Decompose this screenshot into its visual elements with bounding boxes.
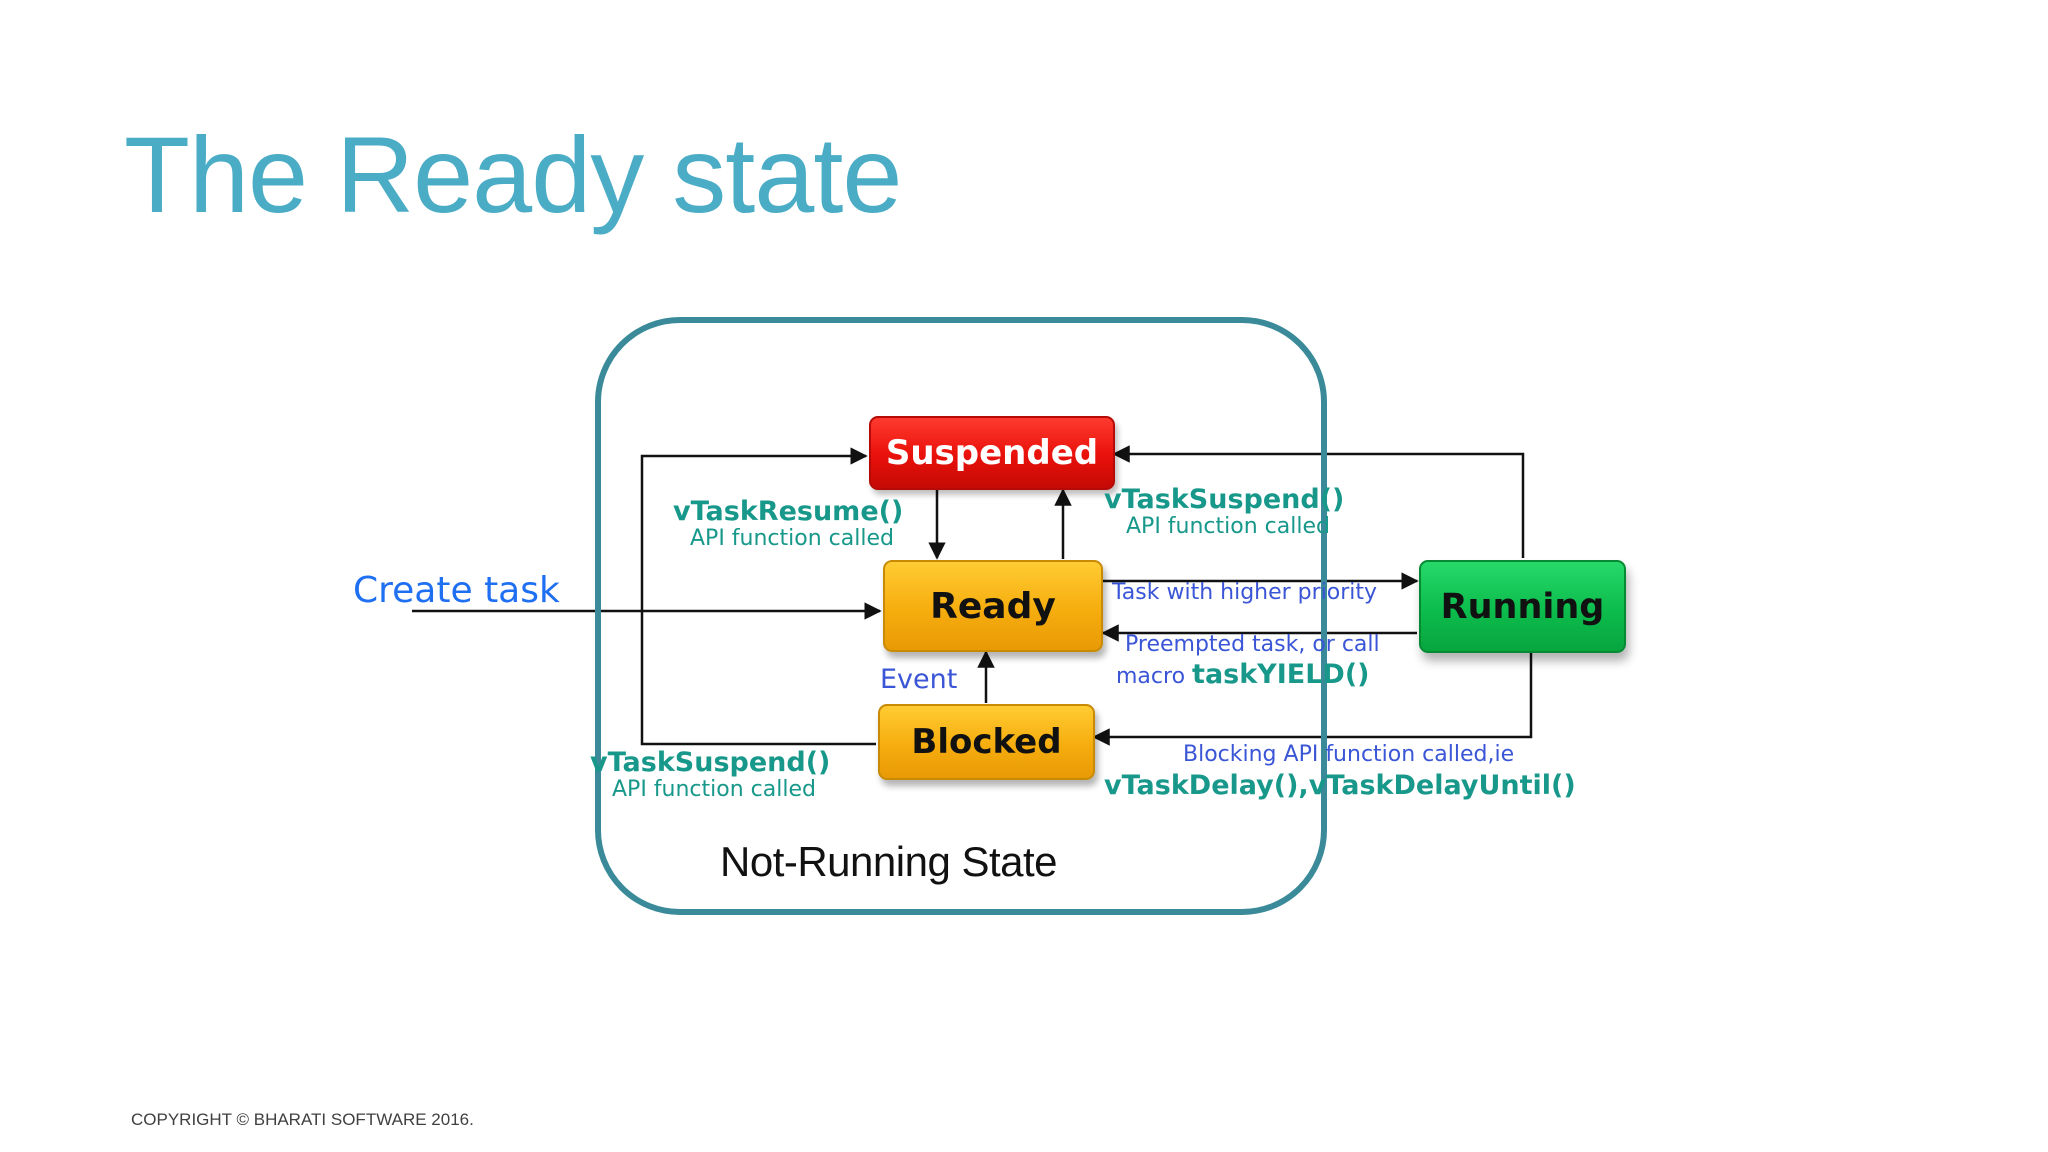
state-running: Running <box>1419 560 1626 653</box>
blocking-label-line2: vTaskDelay(),vTaskDelayUntil() <box>1104 770 1576 801</box>
not-running-state-label: Not-Running State <box>720 838 1058 885</box>
higher-priority-label: Task with higher priority <box>1112 580 1378 605</box>
resume-api-sub: API function called <box>690 526 894 551</box>
suspend-left-api-name: vTaskSuspend() <box>590 747 831 778</box>
state-blocked: Blocked <box>878 704 1095 780</box>
slide-title: The Ready state <box>124 114 902 235</box>
arrow-blocked-to-suspended <box>640 447 876 746</box>
preempted-label-line1: Preempted task, or call <box>1125 632 1380 657</box>
blocking-label-line1: Blocking API function called,ie <box>1183 742 1515 767</box>
state-suspended: Suspended <box>869 416 1115 490</box>
not-running-group-border <box>595 317 1327 915</box>
preempted-label-line2: macro taskYIELD() <box>1116 659 1370 690</box>
arrow-running-to-suspended <box>1112 445 1525 558</box>
suspend-top-api-name: vTaskSuspend() <box>1104 484 1345 515</box>
suspend-top-api-sub: API function called <box>1126 514 1330 539</box>
copyright-footer: COPYRIGHT © BHARATI SOFTWARE 2016. <box>131 1110 474 1129</box>
create-task-label: Create task <box>353 570 560 611</box>
preempted-prefix: macro <box>1116 664 1193 689</box>
resume-api-name: vTaskResume() <box>673 496 904 527</box>
preempted-macro: taskYIELD() <box>1192 659 1370 690</box>
suspend-left-api-sub: API function called <box>612 777 816 802</box>
event-label: Event <box>880 664 958 695</box>
arrow-running-to-blocked <box>1092 651 1533 746</box>
state-ready: Ready <box>883 560 1103 652</box>
